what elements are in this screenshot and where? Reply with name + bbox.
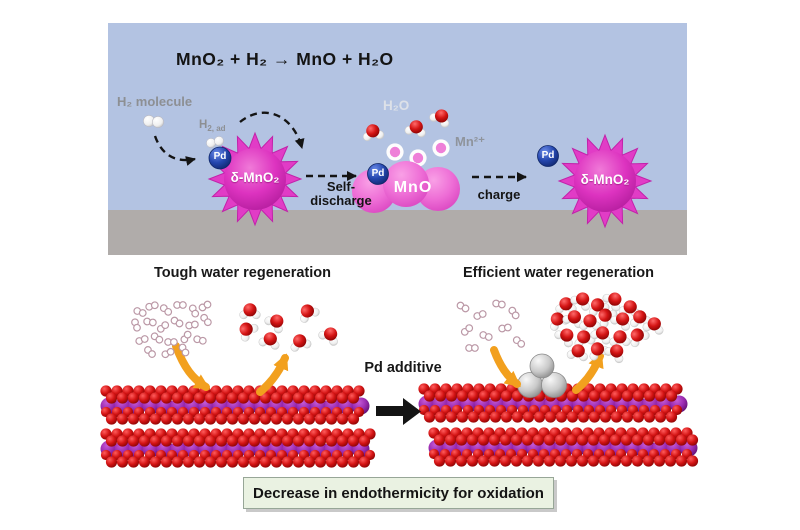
h2-cluster-right [456, 299, 526, 352]
mno2-star-right [557, 133, 653, 229]
pd-cluster [517, 353, 567, 398]
lattice-left-top [100, 385, 370, 425]
h2-intro-arrow [153, 135, 196, 166]
pd-sphere-star-right [537, 145, 559, 167]
h2-free-molecule [143, 115, 164, 128]
water-cluster-right [550, 292, 664, 364]
left-panel-title: Tough water regeneration [154, 265, 331, 281]
spillover-arrow [239, 111, 305, 149]
pd-label-mno: Pd [371, 168, 385, 179]
water-cluster-left [239, 303, 338, 352]
water-molecules-top [362, 109, 450, 141]
pd-label-right: Pd [541, 150, 555, 161]
lattice-right-bottom [428, 427, 699, 467]
mn2plus-ions [386, 139, 450, 167]
mno-label: MnO [393, 179, 433, 196]
lattice-right-top [418, 383, 688, 423]
h2-molecule-label: H₂ molecule [117, 94, 193, 109]
h2-ad-label: H2, ad [199, 119, 226, 133]
charge-label: charge [477, 187, 521, 202]
delta-mno2-label-right: δ-MnO₂ [580, 172, 630, 187]
lattice-left-bottom [100, 428, 376, 468]
h2o-out-arrow-left [256, 353, 289, 396]
h2o-label: H₂O [383, 98, 410, 113]
caption-text: Decrease in endothermicity for oxidation [253, 484, 544, 502]
h2-in-arrow-left [172, 342, 211, 391]
self-discharge-label: Self-discharge [310, 179, 372, 209]
mn2plus-label: Mn²⁺ [455, 134, 485, 149]
h2-in-arrow-right [490, 346, 521, 388]
pd-sphere-star-left [206, 136, 232, 170]
right-panel-title: Efficient water regeneration [463, 265, 654, 281]
h2o-out-arrow-right [572, 351, 604, 394]
h2-cluster-left [131, 300, 212, 359]
equation-text: MnO₂ + H₂ → MnO + H₂O [176, 49, 394, 69]
mno2-star-left [207, 131, 303, 227]
transform-arrow [376, 398, 421, 425]
caption-box: Decrease in endothermicity for oxidation [243, 477, 554, 509]
mno-particle [352, 161, 460, 213]
pd-additive-label: Pd additive [364, 360, 442, 376]
pd-label-left: Pd [213, 151, 227, 162]
delta-mno2-label-left: δ-MnO₂ [230, 170, 280, 185]
pd-sphere-mno [367, 163, 389, 185]
